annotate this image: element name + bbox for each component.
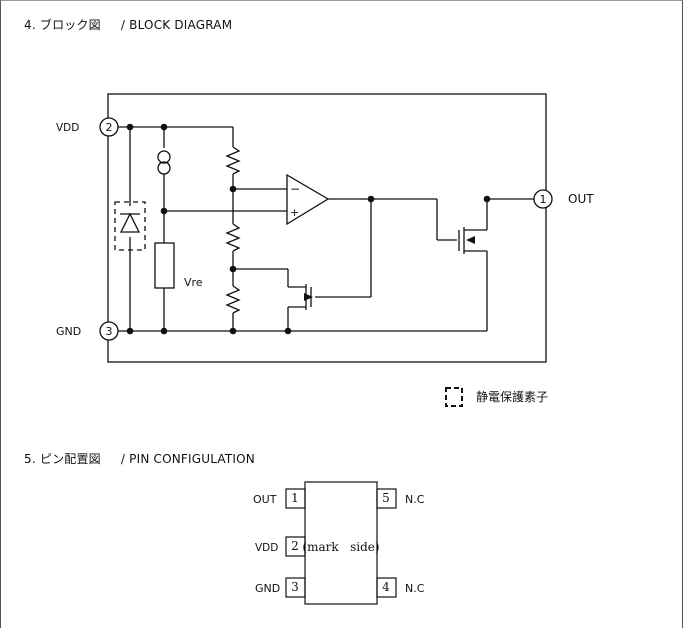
out-label: OUT	[568, 192, 594, 206]
pin-4-label: N.C	[405, 582, 425, 595]
pin-3-pad	[285, 577, 306, 598]
esd-legend: 静電保護素子	[445, 387, 548, 407]
vdd-label: VDD	[56, 122, 79, 134]
pin-4-pad-number: 4	[382, 580, 390, 594]
mark-side-text: (mark side)	[302, 540, 379, 554]
ic-outline	[107, 93, 547, 363]
junction-dot	[483, 195, 491, 203]
pin-2-pad-number: 2	[291, 539, 299, 553]
pin-5-pad-number: 5	[382, 491, 390, 505]
section5-title-jp: ピン配置図	[39, 452, 101, 466]
junction-dot	[160, 123, 168, 131]
legend-label: 静電保護素子	[476, 389, 548, 404]
block-diagram-labels: 2 3 1 VDD GND OUT Vre − +	[56, 121, 594, 338]
pin-2-number: 2	[106, 121, 113, 134]
junction-dot	[284, 327, 292, 335]
package-outline-group	[285, 481, 397, 605]
section5-title-en: / PIN CONFIGULATION	[120, 452, 255, 466]
pin-3-number: 3	[106, 325, 113, 338]
section4-number: 4.	[24, 18, 36, 32]
pin-2-label: VDD	[255, 542, 278, 554]
pin-2-circle	[99, 117, 119, 137]
comparator	[286, 173, 330, 226]
pin-4-pad	[376, 577, 397, 598]
junction-dot	[367, 195, 375, 203]
pin-3-circle	[99, 321, 119, 341]
section5-heading: 5. ピン配置図 / PIN CONFIGULATION	[24, 450, 255, 467]
pin-3-pad-number: 3	[291, 580, 299, 594]
junction-dot	[229, 185, 237, 193]
pin-2-pad	[285, 536, 306, 557]
current-source-circle-1	[157, 150, 171, 164]
section4-title-en: / BLOCK DIAGRAM	[120, 18, 233, 32]
current-source-circle-2	[157, 161, 171, 175]
esd-dashed-box	[114, 201, 146, 251]
pin-5-label: N.C	[405, 493, 425, 506]
junction-dot	[126, 327, 134, 335]
section4-title-jp: ブロック図	[39, 18, 101, 32]
comparator-plus-sign: +	[290, 206, 299, 219]
pin-1-pad-number: 1	[291, 491, 299, 505]
pin-1-circle	[533, 189, 553, 209]
junction-dot	[160, 207, 168, 215]
gnd-label: GND	[56, 325, 81, 338]
junction-dot	[126, 123, 134, 131]
junction-dot	[229, 327, 237, 335]
diagram-marks	[126, 123, 491, 335]
section4-heading: 4. ブロック図 / BLOCK DIAGRAM	[24, 16, 232, 33]
pin-3-label: GND	[255, 582, 280, 595]
pin-1-label: OUT	[253, 493, 277, 506]
pin-5-pad	[376, 488, 397, 509]
pin-1-number: 1	[540, 193, 547, 206]
pin-config-labels: OUT 1 VDD 2 GND 3 5 N.C 4 N.C (mark side…	[253, 491, 425, 595]
vref-label: Vre	[184, 276, 203, 289]
esd-diode	[119, 212, 141, 233]
junction-dot	[229, 265, 237, 273]
comparator-minus-sign: −	[290, 182, 300, 196]
resistor-bottom	[225, 285, 241, 314]
small-nmos-arrow	[304, 293, 313, 301]
resistor-middle	[225, 223, 241, 252]
resistor-top	[225, 146, 241, 175]
legend-dashed-box-icon	[445, 387, 463, 407]
vref-element	[154, 242, 175, 289]
section5-number: 5.	[24, 452, 36, 466]
junction-dot	[160, 327, 168, 335]
output-nmos-arrow	[466, 236, 475, 244]
pin-1-pad	[285, 488, 306, 509]
block-diagram	[99, 93, 553, 363]
